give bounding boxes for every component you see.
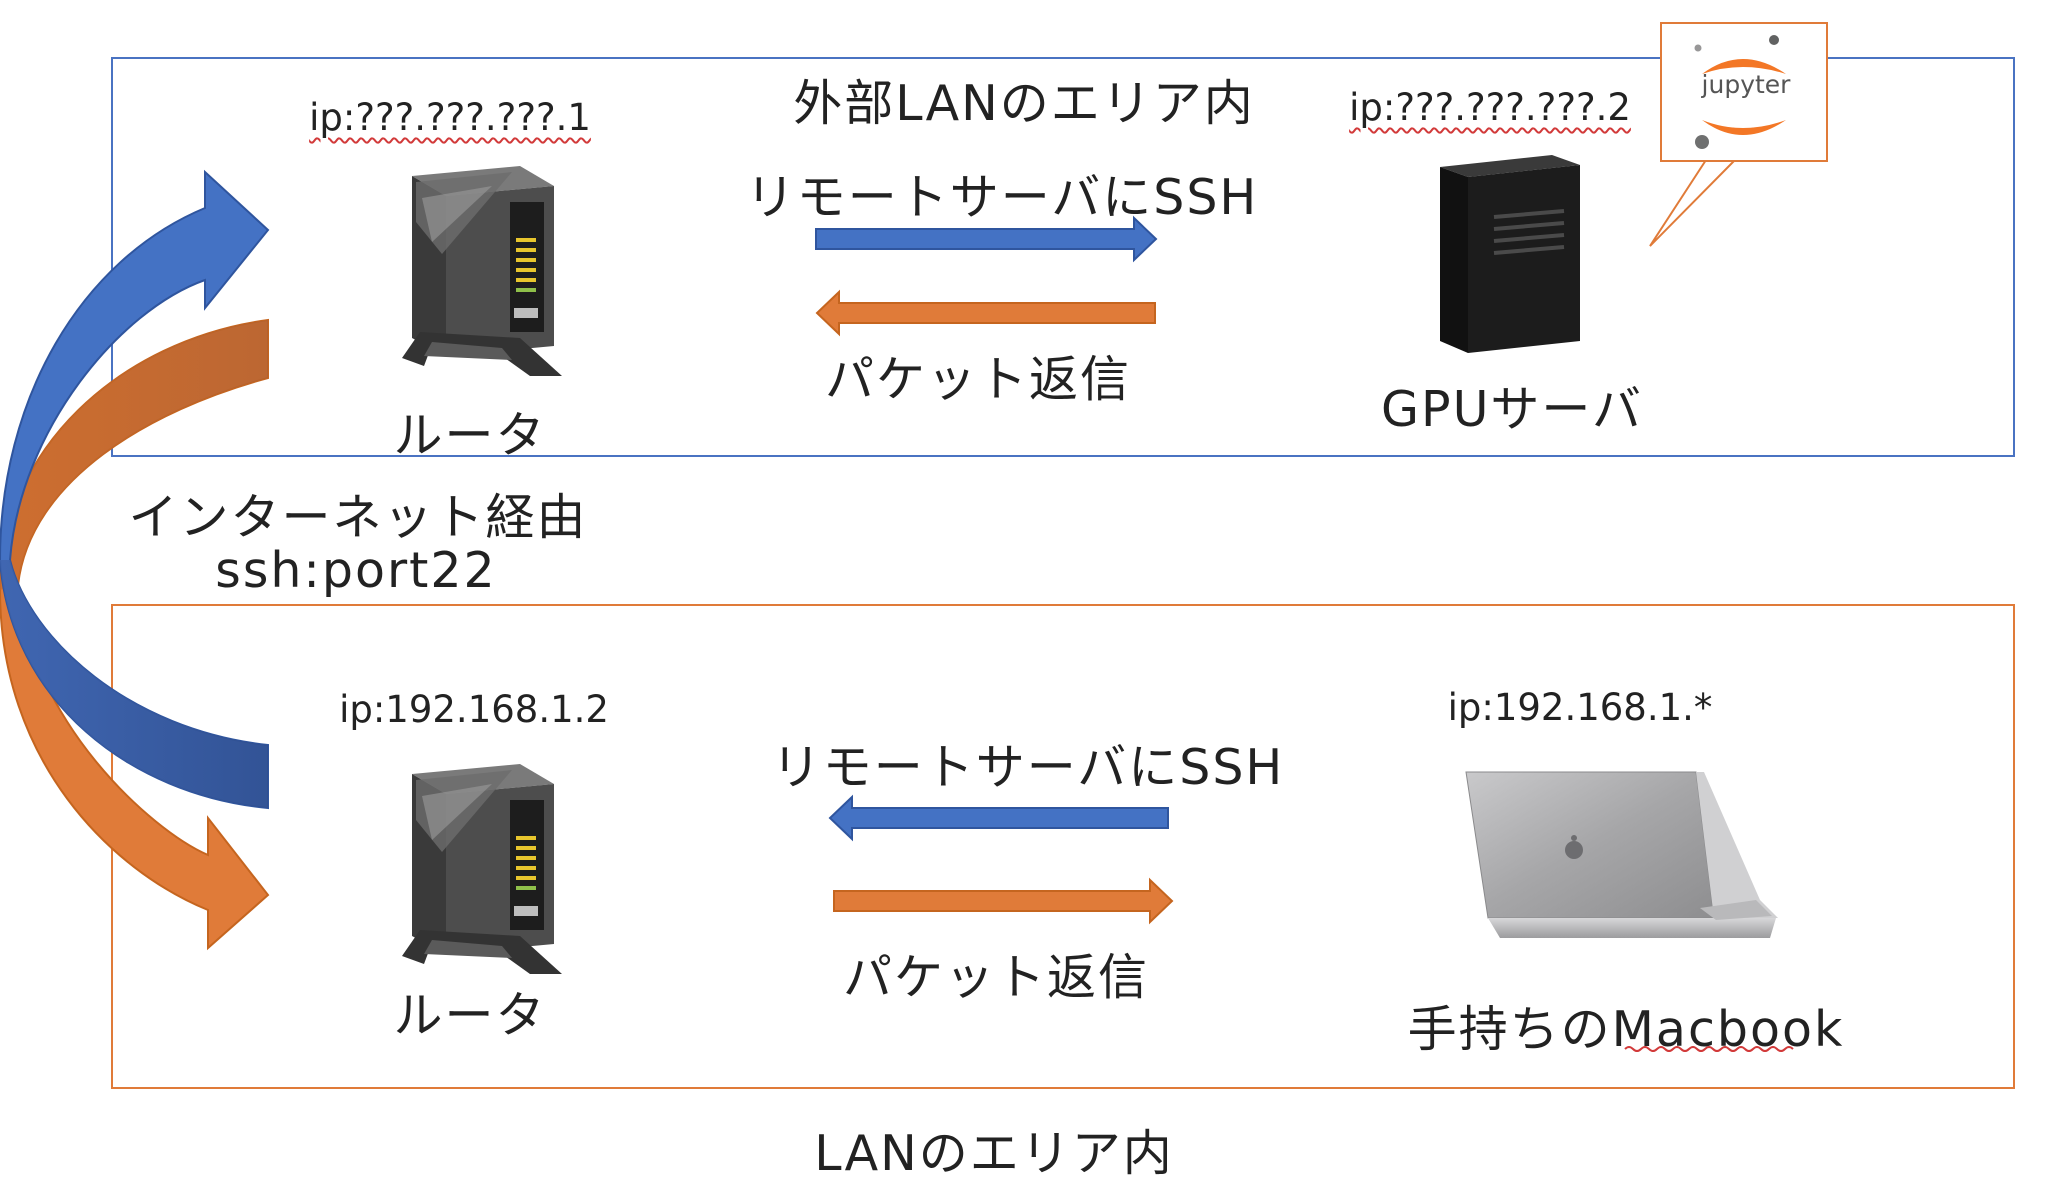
server-tower-icon — [1440, 155, 1580, 353]
external-router-ip: ip:???.???.???.1 — [309, 96, 591, 139]
laptop-icon — [1465, 771, 1778, 938]
external-ssh-arrow — [815, 215, 1158, 263]
external-area-title: 外部LANのエリア内 — [793, 75, 1255, 132]
gpu-server-label: GPUサーバ — [1381, 381, 1643, 438]
router-icon — [402, 764, 562, 974]
router-icon — [402, 166, 562, 376]
jupyter-label: jupyter — [1701, 70, 1791, 99]
lan-ssh-arrow — [828, 794, 1169, 842]
external-router-label: ルータ — [393, 407, 547, 464]
jupyter-logo-icon — [1694, 35, 1786, 149]
internet-route-label: インターネット経由 — [128, 489, 588, 546]
external-ssh-label: リモートサーバにSSH — [745, 169, 1259, 226]
external-lan-area — [111, 57, 2015, 457]
server-ip: ip:???.???.???.2 — [1349, 86, 1631, 129]
lan-reply-arrow — [833, 877, 1174, 925]
lan-area-title: LANのエリア内 — [814, 1125, 1174, 1182]
jupyter-bubble: jupyter — [1660, 22, 1828, 162]
ssh-port-label: ssh:port22 — [215, 542, 497, 599]
lan-router-label: ルータ — [393, 987, 547, 1044]
lan-ssh-label: リモートサーバにSSH — [771, 739, 1285, 796]
lan-router-ip: ip:192.168.1.2 — [339, 688, 609, 731]
laptop-ip: ip:192.168.1.* — [1447, 686, 1713, 729]
lan-reply-label: パケット返信 — [842, 949, 1150, 1006]
external-reply-label: パケット返信 — [824, 351, 1132, 408]
external-reply-arrow — [815, 289, 1156, 337]
